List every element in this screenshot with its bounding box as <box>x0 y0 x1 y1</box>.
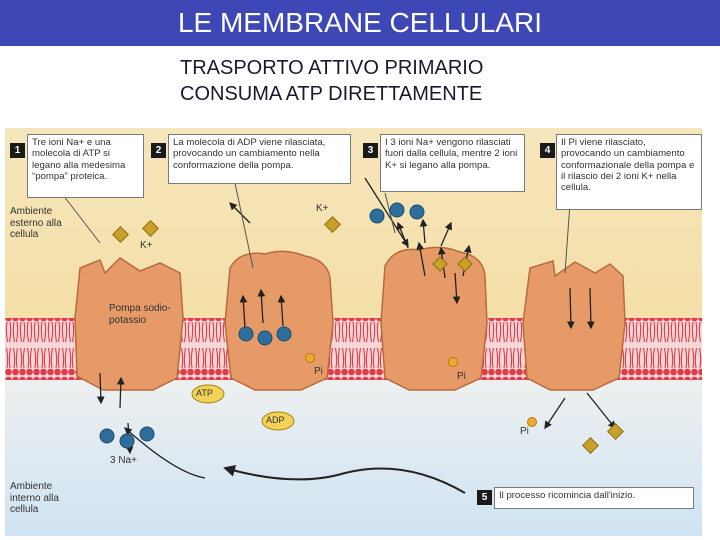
adp-badge <box>261 411 295 431</box>
label-atp: ATP <box>196 388 213 398</box>
sodium-potassium-pump-diagram: 1 Tre ioni Na+ e una molecola di ATP si … <box>5 128 702 536</box>
label-outside: Ambiente esterno alla cellula <box>10 206 62 240</box>
step-3-number: 3 <box>363 143 378 158</box>
atp-badge <box>191 384 225 404</box>
step-2-number: 2 <box>151 143 166 158</box>
step-5-callout: Il processo ricomincia dall'inizio. <box>494 487 694 509</box>
pump-1 <box>74 257 184 391</box>
label-k-top: K+ <box>316 203 329 214</box>
label-pi-3: Pi <box>520 426 529 437</box>
label-pi-2: Pi <box>457 371 466 382</box>
step-3-callout: I 3 ioni Na+ vengono rilasciati fuori da… <box>380 134 525 192</box>
subtitle-line-2: CONSUMA ATP DIRETTAMENTE <box>180 83 483 105</box>
step-1-number: 1 <box>10 143 25 158</box>
step-2-callout: La molecola di ADP viene rilasciata, pro… <box>168 134 351 184</box>
label-pump: Pompa sodio-potassio <box>109 303 171 326</box>
label-inside: Ambiente interno alla cellula <box>10 481 59 515</box>
subtitle-line-1: TRASPORTO ATTIVO PRIMARIO <box>180 57 484 79</box>
label-k-left: K+ <box>140 240 153 251</box>
label-adp: ADP <box>266 415 285 425</box>
pump-4 <box>522 260 626 391</box>
step-4-callout: Il Pi viene rilasciato, provocando un ca… <box>556 134 702 210</box>
label-3na: 3 Na+ <box>110 455 137 466</box>
subtitle: TRASPORTO ATTIVO PRIMARIO CONSUMA ATP DI… <box>180 55 483 107</box>
pump-3 <box>380 246 488 391</box>
step-5-number: 5 <box>477 490 492 505</box>
page-title: LE MEMBRANE CELLULARI <box>177 7 543 38</box>
label-pi-1: Pi <box>314 366 323 377</box>
step-1-callout: Tre ioni Na+ e una molecola di ATP si le… <box>27 134 144 198</box>
step-4-number: 4 <box>540 143 555 158</box>
title-banner: LE MEMBRANE CELLULARI <box>0 0 720 46</box>
